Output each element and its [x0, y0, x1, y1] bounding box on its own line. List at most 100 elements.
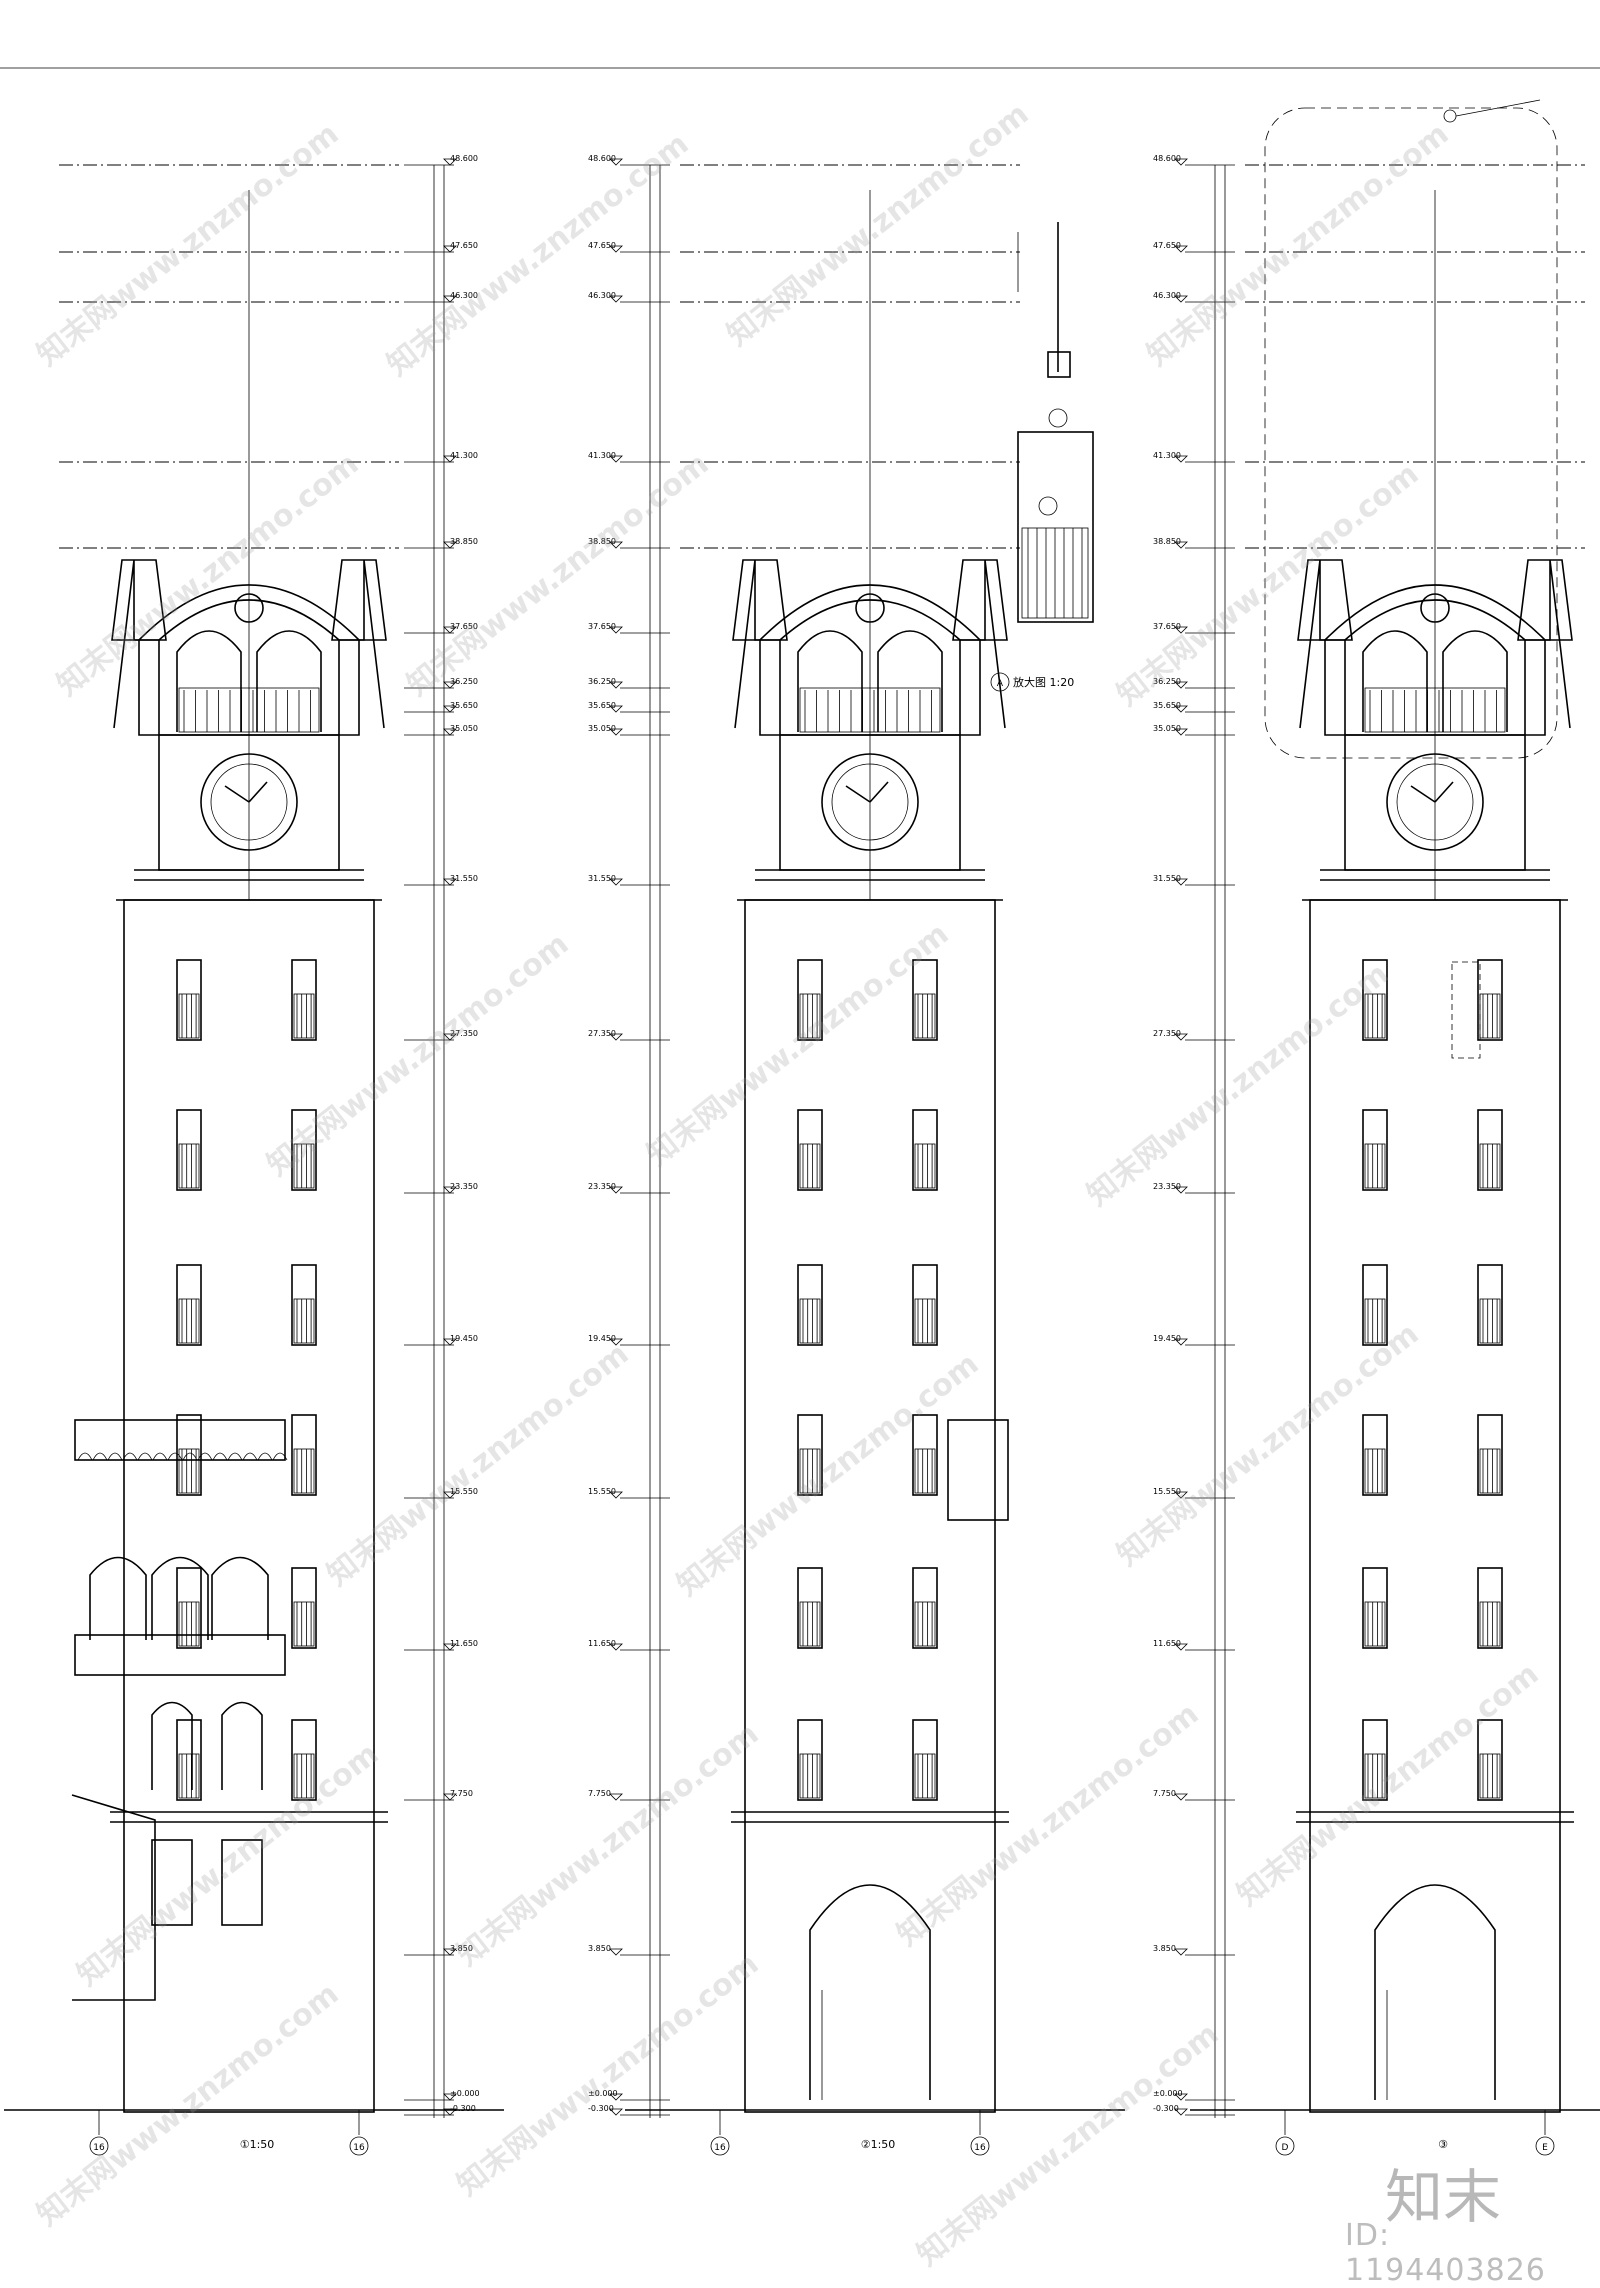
level-mark-label: 23.350: [588, 1182, 616, 1191]
shaft-window: [176, 1109, 202, 1191]
level-triangle: [1174, 2093, 1188, 2101]
roof-tile: [182, 1452, 198, 1461]
window-grille: [914, 1753, 936, 1799]
level-triangle: [609, 2108, 623, 2116]
level-mark-label: 35.650: [450, 701, 478, 710]
shaft-window: [291, 1109, 317, 1191]
level-mark-label: 37.650: [1153, 622, 1181, 631]
detail-tag-bubble: [990, 672, 1010, 692]
shaft-window: [1362, 1719, 1388, 1801]
level-triangle: [609, 1186, 623, 1194]
window-grille: [1364, 993, 1386, 1039]
arched-window: [151, 1701, 193, 1790]
shuttered-window: [151, 1839, 193, 1926]
roof-tile: [197, 1452, 213, 1461]
shaft-window: [1477, 1567, 1503, 1649]
level-triangle: [609, 2093, 623, 2101]
level-mark-label: 23.350: [1153, 1182, 1181, 1191]
shaft-window: [291, 959, 317, 1041]
level-triangle: [443, 1338, 457, 1346]
level-mark-label: 31.550: [450, 874, 478, 883]
window-grille: [1479, 1298, 1501, 1344]
corner-roof-right: [1517, 559, 1573, 641]
window-grille: [799, 1298, 821, 1344]
shaft-window: [1362, 1567, 1388, 1649]
roof-tile: [227, 1452, 243, 1461]
balcony-rail: [74, 1634, 286, 1676]
level-triangle: [443, 541, 457, 549]
arcade-arch: [89, 1556, 147, 1640]
window-grille: [799, 1601, 821, 1647]
level-triangle: [443, 1033, 457, 1041]
shaft-window: [176, 1414, 202, 1496]
level-mark-label: 47.650: [1153, 241, 1181, 250]
belfry-twin-arches: [797, 630, 943, 732]
level-mark-label: 7.750: [1153, 1789, 1176, 1798]
level-mark-label: 38.850: [450, 537, 478, 546]
level-triangle: [1174, 245, 1188, 253]
level-mark-label: 31.550: [588, 874, 616, 883]
level-triangle: [609, 455, 623, 463]
level-mark-label: 15.550: [588, 1487, 616, 1496]
level-triangle: [609, 295, 623, 303]
level-mark-label: 38.850: [588, 537, 616, 546]
tower-shaft: [123, 899, 375, 2113]
level-triangle: [1174, 1948, 1188, 1956]
level-mark-label: 46.300: [1153, 291, 1181, 300]
level-mark-label: 38.850: [1153, 537, 1181, 546]
base-arch-door: [809, 1884, 931, 2100]
level-mark-label: 37.650: [588, 622, 616, 631]
level-triangle: [609, 245, 623, 253]
shaft-window: [1362, 1264, 1388, 1346]
level-mark-label: 3.850: [588, 1944, 611, 1953]
shaft-window: [797, 1109, 823, 1191]
detail-window-frame: [1017, 431, 1094, 623]
level-triangle: [609, 1491, 623, 1499]
shaft-window: [176, 1567, 202, 1649]
level-triangle: [1174, 1793, 1188, 1801]
grid-axis-label: 16: [974, 2143, 986, 2153]
corner-roof-left: [732, 559, 788, 641]
elevation-title: ②1:50: [861, 2138, 896, 2151]
level-triangle: [1174, 1033, 1188, 1041]
adjacent-roof-fragment: [947, 1419, 1009, 1521]
level-triangle: [609, 728, 623, 736]
grid-axis-label: D: [1282, 2143, 1289, 2153]
arcade-arch: [211, 1556, 269, 1640]
level-mark-label: -0.300: [1153, 2104, 1179, 2113]
level-mark-label: 37.650: [450, 622, 478, 631]
level-mark-label: 19.450: [450, 1334, 478, 1343]
elevations-group: 48.60047.65046.30041.30038.85037.65036.2…: [4, 154, 1600, 2156]
grid-axis-bubble: [1275, 2136, 1295, 2156]
window-grille: [178, 1753, 200, 1799]
shaft-window: [797, 1567, 823, 1649]
level-mark-label: 3.850: [450, 1944, 473, 1953]
roof-tile: [212, 1452, 228, 1461]
belfry-arch-frame: [138, 584, 360, 736]
roof-tile: [92, 1452, 108, 1461]
shaft-window: [176, 959, 202, 1041]
shaft-window: [1362, 1109, 1388, 1191]
level-triangle: [443, 455, 457, 463]
level-triangle: [1174, 1338, 1188, 1346]
level-mark-label: 35.650: [588, 701, 616, 710]
level-triangle: [609, 1793, 623, 1801]
roof-tile: [257, 1452, 273, 1461]
window-grille: [293, 1753, 315, 1799]
belfry-twin-arches: [176, 630, 322, 732]
level-triangle: [609, 1948, 623, 1956]
roof-tile: [272, 1452, 288, 1461]
window-grille: [799, 1448, 821, 1494]
roof-tile: [152, 1452, 168, 1461]
shaft-window: [797, 959, 823, 1041]
window-grille: [293, 1448, 315, 1494]
level-mark-label: -0.300: [588, 2104, 614, 2113]
level-mark-label: 35.050: [1153, 724, 1181, 733]
shaft-window: [1362, 1414, 1388, 1496]
level-triangle: [1174, 1491, 1188, 1499]
window-grille: [1364, 1298, 1386, 1344]
level-mark-label: 11.650: [588, 1639, 616, 1648]
elevation-e3: 48.60047.65046.30041.30038.85037.65036.2…: [1153, 154, 1600, 2156]
shaft-window: [1477, 1414, 1503, 1496]
